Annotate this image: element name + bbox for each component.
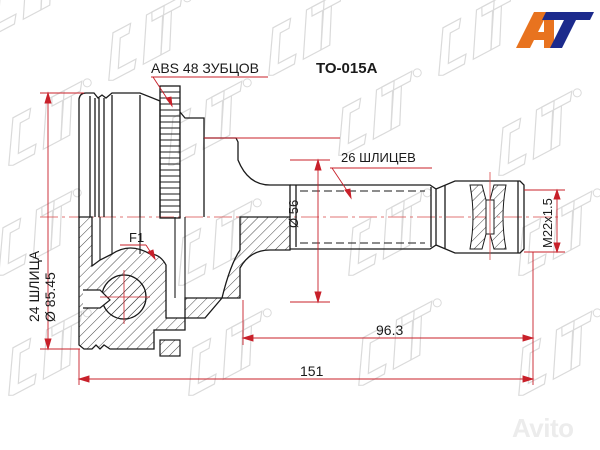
dimension-lines: [40, 76, 565, 385]
outer-diameter-label: Ø 85.45: [42, 272, 58, 322]
avito-watermark: Avito: [512, 413, 574, 443]
cv-housing: [78, 85, 525, 254]
cv-section: [78, 216, 291, 357]
outer-splines-label: 26 ШЛИЦЕВ: [341, 150, 416, 165]
stub-length-label: 96.3: [376, 322, 404, 338]
left-dimension-labels: 24 ШЛИЦА Ø 85.45: [26, 251, 58, 322]
brand-logo: [516, 12, 594, 48]
total-length-label: 151: [300, 363, 324, 379]
thread-section: [469, 172, 507, 260]
abs-teeth: [160, 91, 180, 213]
inner-splines-label: 24 ШЛИЦА: [26, 250, 42, 322]
seal-diameter-label: Ø 56: [286, 199, 301, 228]
thread-label: M22x1.5: [540, 198, 555, 248]
part-number: TO-015A: [316, 60, 378, 77]
shaft-splines: [300, 190, 425, 244]
abs-teeth-label: ABS 48 ЗУБЦОВ: [151, 60, 260, 76]
section-mark-f1: F1: [129, 230, 145, 245]
